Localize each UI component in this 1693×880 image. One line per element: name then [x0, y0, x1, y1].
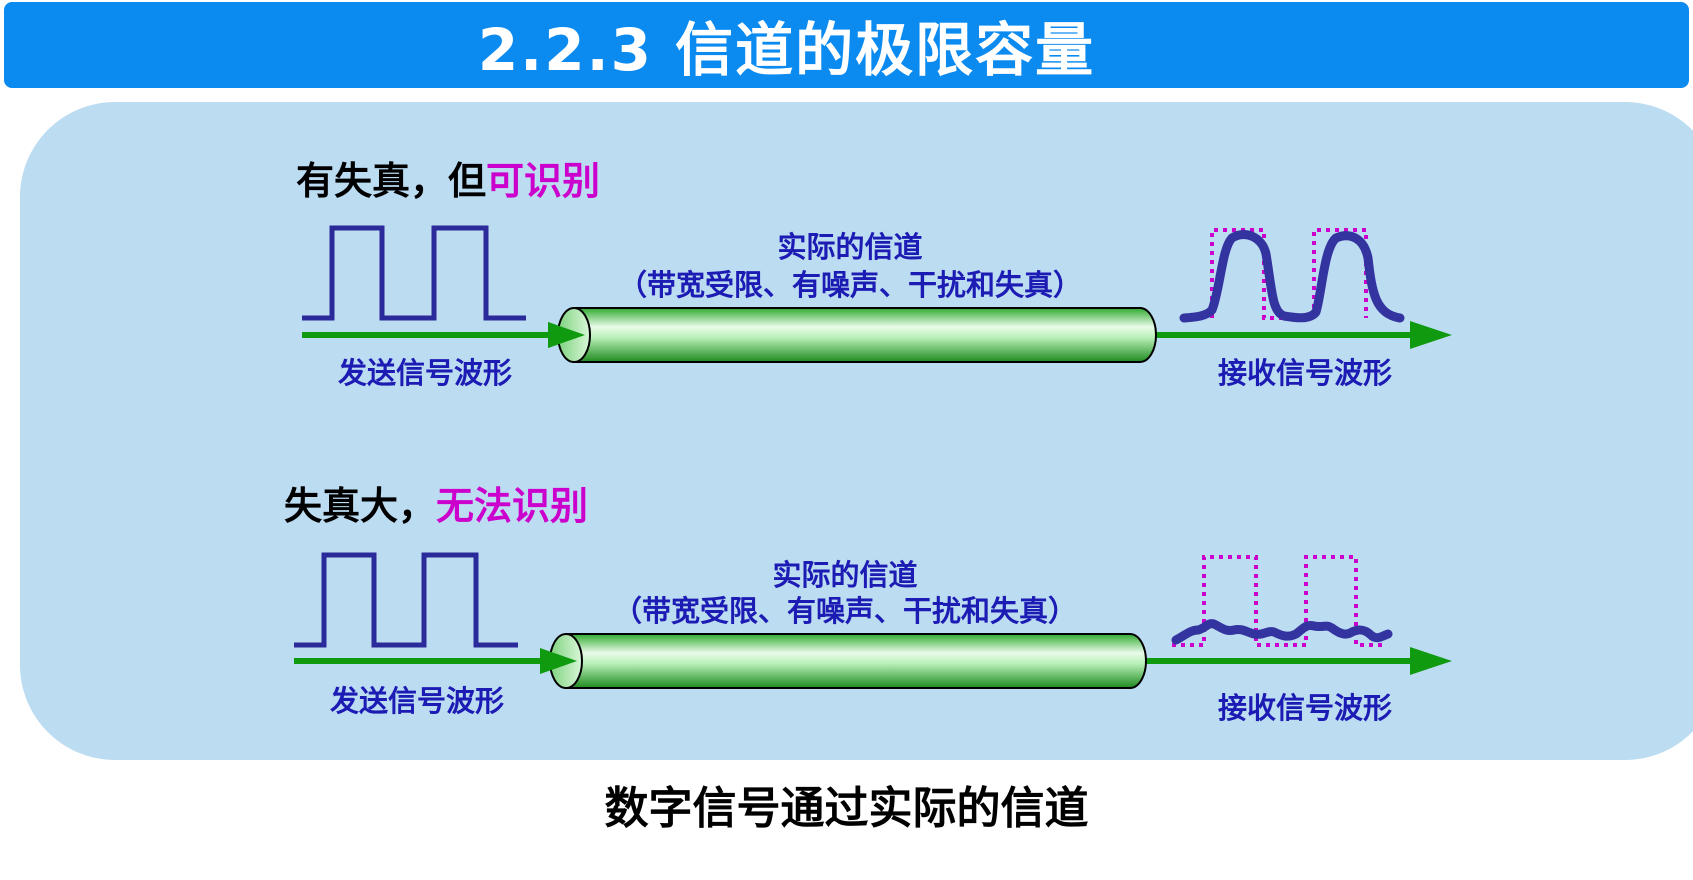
row2-recv-reference	[1172, 555, 1386, 647]
row1-heading-highlight: 可识别	[486, 159, 601, 203]
row1-recv-reference	[1210, 228, 1368, 320]
row1-send-label: 发送信号波形	[337, 356, 512, 390]
row2-heading-prefix: 失真大，	[284, 484, 437, 528]
row2-channel-title: 实际的信道	[772, 558, 918, 592]
row2-send-label: 发送信号波形	[329, 684, 504, 718]
row1-send-arrow-head-front	[548, 322, 585, 348]
row1-channel-title: 实际的信道	[777, 230, 923, 264]
row1-recv-label: 接收信号波形	[1217, 356, 1392, 390]
row2-send-waveform	[294, 552, 518, 648]
page-title: 2.2.3 信道的极限容量	[477, 16, 1096, 84]
row1-recv-arrow-head	[1410, 321, 1452, 349]
title-bar: 2.2.3 信道的极限容量	[4, 2, 1689, 88]
row2-channel-desc: （带宽受限、有噪声、干扰和失真）	[612, 594, 1077, 628]
figure-caption: 数字信号通过实际的信道	[604, 783, 1089, 834]
row1-send-waveform	[302, 225, 526, 321]
row2-heading-highlight: 无法识别	[436, 484, 589, 528]
row2-recv-label: 接收信号波形	[1217, 691, 1392, 725]
row1-heading: 有失真，但可识别	[296, 150, 600, 205]
row1-heading-prefix: 有失真，但	[296, 159, 487, 203]
row2-recv-arrow-head	[1410, 647, 1452, 675]
row2-heading: 失真大，无法识别	[284, 475, 588, 530]
row1-recv-waveform	[1179, 230, 1405, 323]
row2-send-arrow-head	[540, 648, 577, 674]
row1-channel-desc: （带宽受限、有噪声、干扰和失真）	[617, 268, 1082, 302]
row2-channel-tube	[549, 633, 1147, 689]
row1-channel-tube	[557, 307, 1157, 363]
row2-recv-waveform	[1171, 619, 1393, 645]
